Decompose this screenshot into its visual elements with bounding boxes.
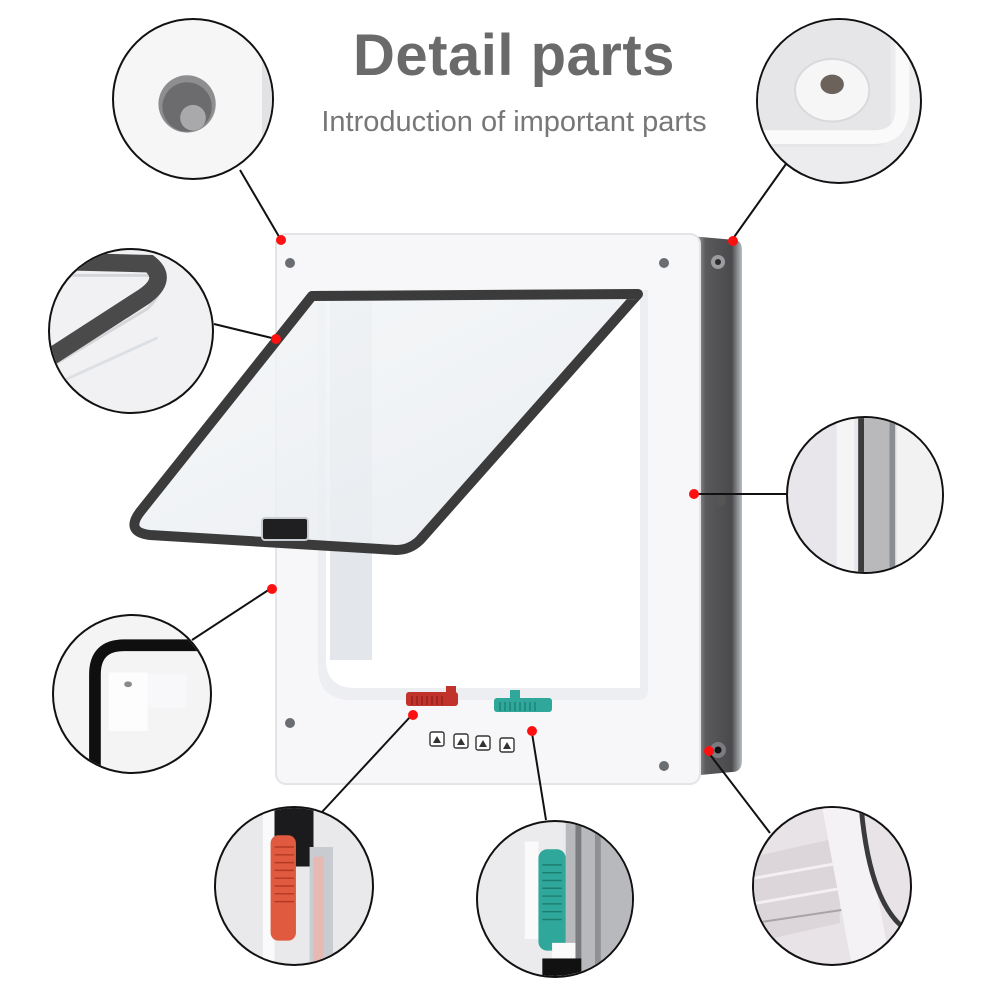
callout-red-lock-slider [214, 806, 374, 966]
marker-dot-screw-hole [276, 235, 286, 245]
callout-teal-lock-slider [476, 820, 634, 978]
callout-screw-hole [112, 18, 274, 180]
marker-dot-tunnel [704, 746, 714, 756]
callout-brush-seal [48, 248, 214, 414]
marker-dot-brush-seal [271, 334, 281, 344]
page-subtitle: Introduction of important parts [321, 106, 707, 138]
marker-dot-side-channel [689, 489, 699, 499]
marker-dot-magnetic-strip [267, 584, 277, 594]
marker-dot-teal-lock [527, 726, 537, 736]
callout-side-channel [786, 416, 944, 574]
marker-dot-red-lock [408, 710, 418, 720]
callout-tunnel-liner [752, 806, 912, 966]
page-title: Detail parts [353, 23, 675, 88]
marker-dot-screw-post [728, 236, 738, 246]
callout-screw-post [756, 18, 922, 184]
callout-magnetic-strip [52, 614, 212, 774]
